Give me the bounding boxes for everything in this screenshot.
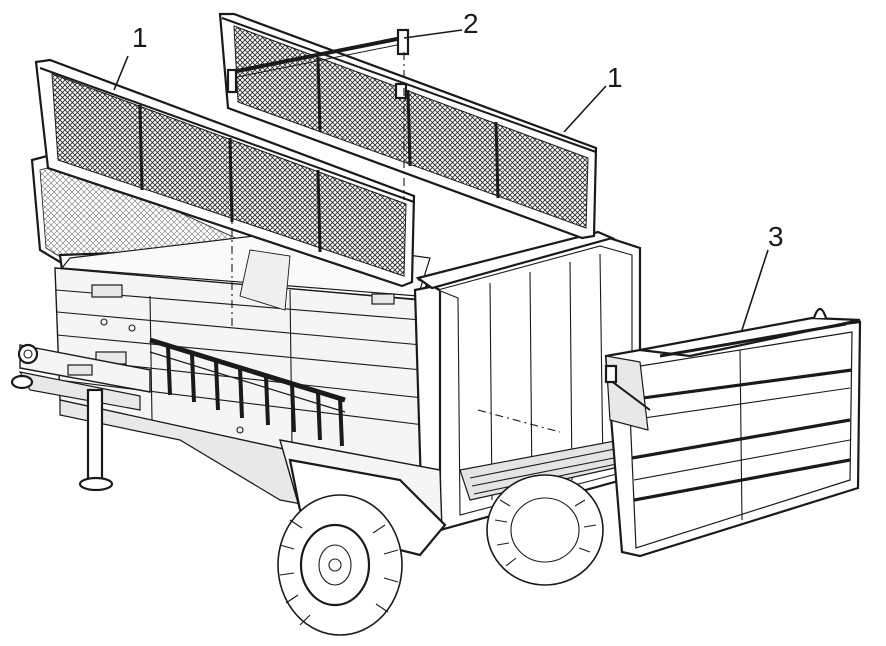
callout-support-bar: 2 (463, 8, 479, 39)
callout-mesh-extension-right: 1 (607, 62, 623, 93)
callout-mesh-extension-left: 1 (132, 22, 148, 53)
rear-wheel (486, 474, 604, 586)
side-ladder (149, 337, 346, 447)
mesh-extension-right (218, 12, 598, 240)
assembly-lines (231, 52, 561, 433)
rear-gate (604, 307, 862, 558)
support-bar (226, 28, 410, 100)
drawbar (10, 343, 151, 492)
callout-rear-gate: 3 (768, 221, 784, 252)
front-wheel (277, 494, 403, 636)
mesh-extension-left (34, 58, 416, 288)
leader-lines (113, 29, 769, 331)
